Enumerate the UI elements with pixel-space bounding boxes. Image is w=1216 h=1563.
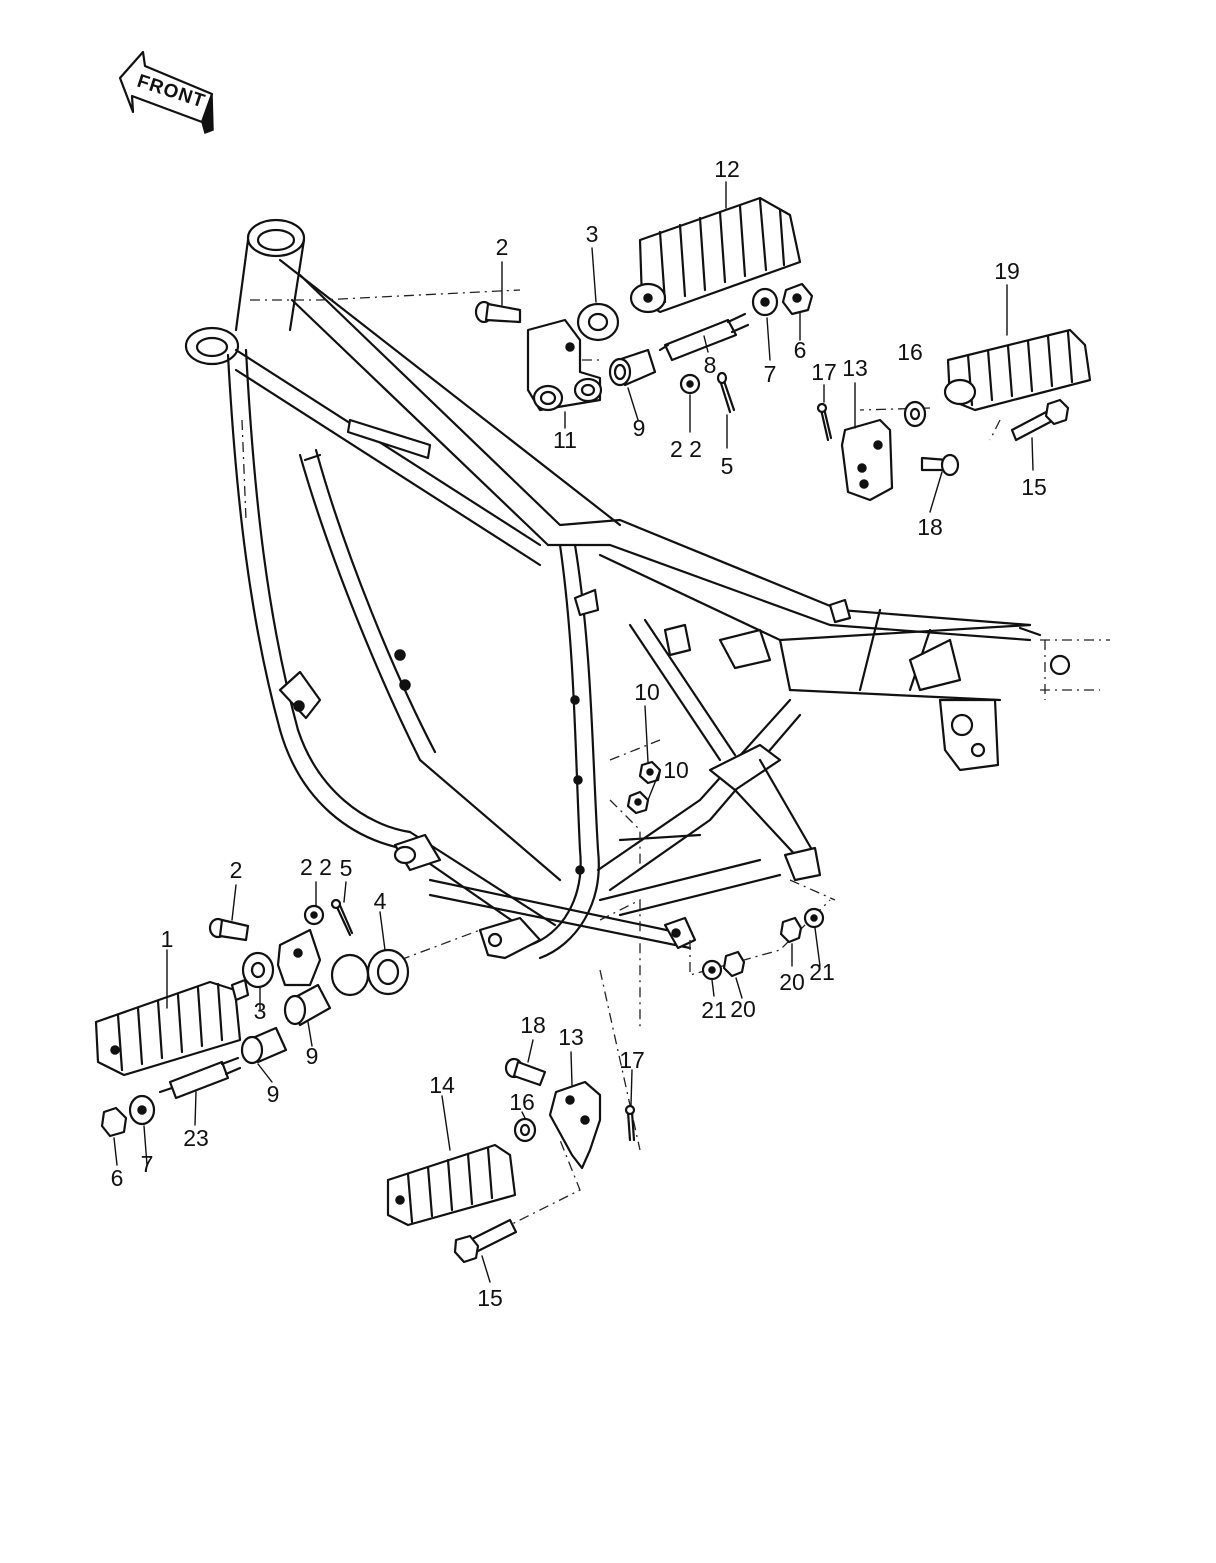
callout-15-upper: 15 — [1021, 474, 1047, 500]
spacer-4 — [330, 948, 410, 997]
callout-3-upper: 3 — [586, 221, 599, 247]
callout-leaders — [113, 181, 1034, 1283]
washer-16-upper — [903, 400, 927, 428]
bracket-13-lower — [548, 1080, 602, 1170]
callout-22-upper: 2 2 — [670, 436, 702, 462]
footpeg-12 — [629, 196, 802, 314]
callout-19: 19 — [994, 258, 1020, 284]
callout-20-right: 20 — [779, 969, 805, 995]
callout-9-lower-b: 9 — [267, 1081, 280, 1107]
callout-6-lower: 6 — [111, 1165, 124, 1191]
callout-5-upper: 5 — [721, 453, 734, 479]
callout-21-lower: 21 — [701, 997, 727, 1023]
callout-20-lower: 20 — [730, 996, 756, 1022]
cotter-pin-5-lower — [330, 898, 354, 937]
callout-16-upper: 16 — [897, 339, 923, 365]
nut-10-pair — [626, 760, 662, 815]
washer-16-lower — [513, 1117, 537, 1143]
bolt-18-lower — [504, 1057, 547, 1087]
callout-10-lower: 10 — [663, 757, 689, 783]
bolt-2-upper — [474, 300, 522, 324]
callout-13-lower: 13 — [558, 1024, 584, 1050]
nut-6-lower — [100, 1106, 128, 1138]
callout-7-upper: 7 — [764, 361, 777, 387]
bracket-13-upper — [840, 418, 894, 502]
callout-9-upper: 9 — [633, 415, 646, 441]
cotter-pin-5-upper — [716, 371, 736, 414]
cotter-pin-17-upper — [816, 402, 833, 442]
callout-5-lower: 5 — [340, 855, 353, 881]
bolt-2-lower — [208, 917, 250, 942]
callout-23: 23 — [183, 1125, 209, 1151]
callout-6-upper: 6 — [794, 337, 807, 363]
callout-17-lower: 17 — [619, 1047, 645, 1073]
callout-13-upper: 13 — [842, 355, 868, 381]
callout-2-upper: 2 — [496, 234, 509, 260]
callout-22-lower: 2 2 — [300, 854, 332, 880]
bolt-15-upper — [1010, 398, 1070, 442]
callout-8: 8 — [704, 352, 717, 378]
washer-7-upper — [751, 287, 779, 317]
footpeg-bracket-lower — [276, 928, 322, 987]
washer-22-lower — [303, 904, 325, 926]
washer-3-upper — [576, 302, 620, 342]
bushing-9-lower-a — [283, 983, 332, 1027]
lower-parts-group — [94, 898, 825, 1264]
callout-2-lower: 2 — [230, 857, 243, 883]
bolt-18-upper — [920, 453, 960, 477]
callout-16-lower: 16 — [509, 1089, 535, 1115]
pin-8 — [658, 312, 750, 362]
callout-7-lower: 7 — [141, 1151, 154, 1177]
callout-9-lower-a: 9 — [306, 1043, 319, 1069]
callout-4: 4 — [374, 888, 387, 914]
callout-labels: 12 2 3 19 16 8 7 6 17 13 11 9 2 2 5 15 1… — [111, 156, 1047, 1311]
cotter-pin-17-lower — [624, 1104, 636, 1142]
footpeg-1 — [94, 978, 250, 1077]
motorcycle-frame — [184, 218, 1110, 960]
washer-7-lower — [128, 1094, 156, 1126]
bushing-9-upper — [608, 348, 657, 387]
callout-21-right: 21 — [809, 959, 835, 985]
callout-10-upper: 10 — [634, 679, 660, 705]
nut-washer-20-21-right — [779, 907, 825, 944]
callout-18-lower: 18 — [520, 1012, 546, 1038]
bracket-11 — [526, 318, 603, 412]
nut-washer-20-21-lower — [701, 950, 746, 981]
callout-11: 11 — [553, 427, 577, 453]
callout-3-lower: 3 — [254, 998, 267, 1024]
bolt-15-lower — [453, 1218, 518, 1264]
front-direction-arrow: FRONT — [118, 50, 214, 134]
footpeg-14 — [386, 1143, 517, 1227]
callout-14: 14 — [429, 1072, 455, 1098]
callout-1: 1 — [161, 926, 174, 952]
footpeg-19 — [943, 328, 1092, 412]
callout-12: 12 — [714, 156, 740, 182]
washer-22-upper — [679, 373, 701, 395]
callout-15-lower: 15 — [477, 1285, 503, 1311]
washer-3-lower — [241, 951, 275, 989]
bushing-9-lower-b — [240, 1026, 288, 1065]
pin-23 — [158, 1056, 242, 1100]
upper-parts-group — [474, 196, 1092, 815]
nut-6-upper — [781, 282, 814, 316]
callout-17-upper: 17 — [811, 359, 837, 385]
callout-18-upper: 18 — [917, 514, 943, 540]
